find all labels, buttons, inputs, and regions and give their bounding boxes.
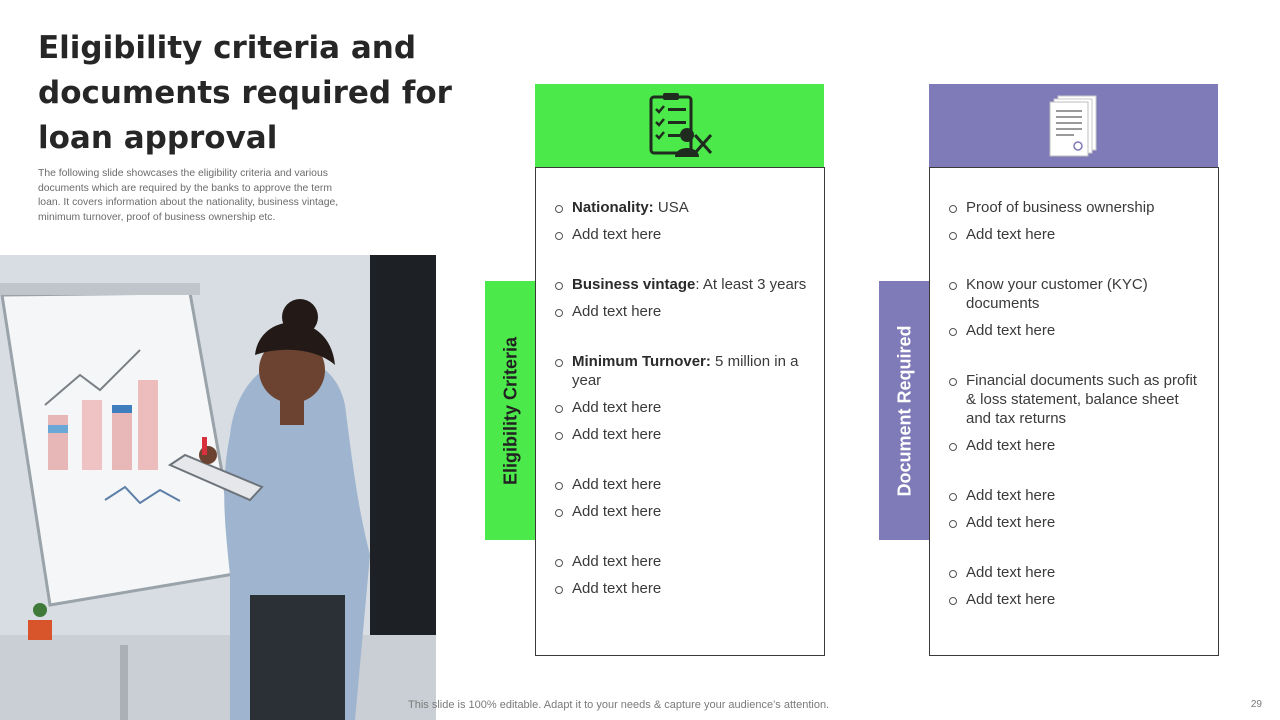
document-required-tab: Document Required	[879, 281, 930, 540]
list-item: Add text here	[947, 486, 1205, 505]
list-item: Proof of business ownership	[947, 198, 1205, 217]
list-item: Know your customer (KYC) documents	[947, 275, 1205, 313]
footer-note: This slide is 100% editable. Adapt it to…	[408, 699, 830, 711]
presenter-photo	[0, 255, 436, 720]
documents-card: Proof of business ownership Add text her…	[929, 167, 1219, 656]
list-item: Add text here	[553, 579, 811, 598]
document-required-label: Document Required	[894, 324, 914, 497]
page-number: 29	[1250, 699, 1262, 710]
list-item: Nationality: USA	[553, 198, 811, 217]
eligibility-criteria-label: Eligibility Criteria	[500, 336, 520, 485]
slide-subtitle: The following slide showcases the eligib…	[38, 168, 339, 223]
list-item: Add text here	[947, 563, 1205, 582]
slide-title: Eligibility criteria and documents requi…	[38, 30, 452, 156]
documents-list: Proof of business ownership Add text her…	[947, 198, 1205, 609]
list-item: Business vintage: At least 3 years	[553, 275, 811, 294]
list-item: Add text here	[553, 225, 811, 244]
list-item: Add text here	[947, 321, 1205, 340]
list-item: Add text here	[553, 398, 811, 417]
list-item: Minimum Turnover: 5 million in a year	[553, 352, 811, 390]
documents-stack-icon	[1049, 95, 1096, 157]
list-item: Add text here	[553, 475, 811, 494]
eligibility-card: Nationality: USA Add text here Business …	[535, 167, 825, 656]
list-item: Add text here	[553, 552, 811, 571]
list-item: Add text here	[947, 513, 1205, 532]
list-item: Add text here	[553, 302, 811, 321]
documents-header	[929, 84, 1218, 168]
list-item: Add text here	[553, 425, 811, 444]
list-item: Add text here	[947, 590, 1205, 609]
eligibility-criteria-tab: Eligibility Criteria	[485, 281, 536, 540]
eligibility-header	[535, 84, 824, 168]
list-item: Add text here	[947, 436, 1205, 455]
list-item: Financial documents such as profit & los…	[947, 371, 1205, 428]
list-item: Add text here	[553, 502, 811, 521]
checklist-person-icon	[649, 93, 712, 157]
list-item: Add text here	[947, 225, 1205, 244]
eligibility-list: Nationality: USA Add text here Business …	[553, 198, 811, 598]
